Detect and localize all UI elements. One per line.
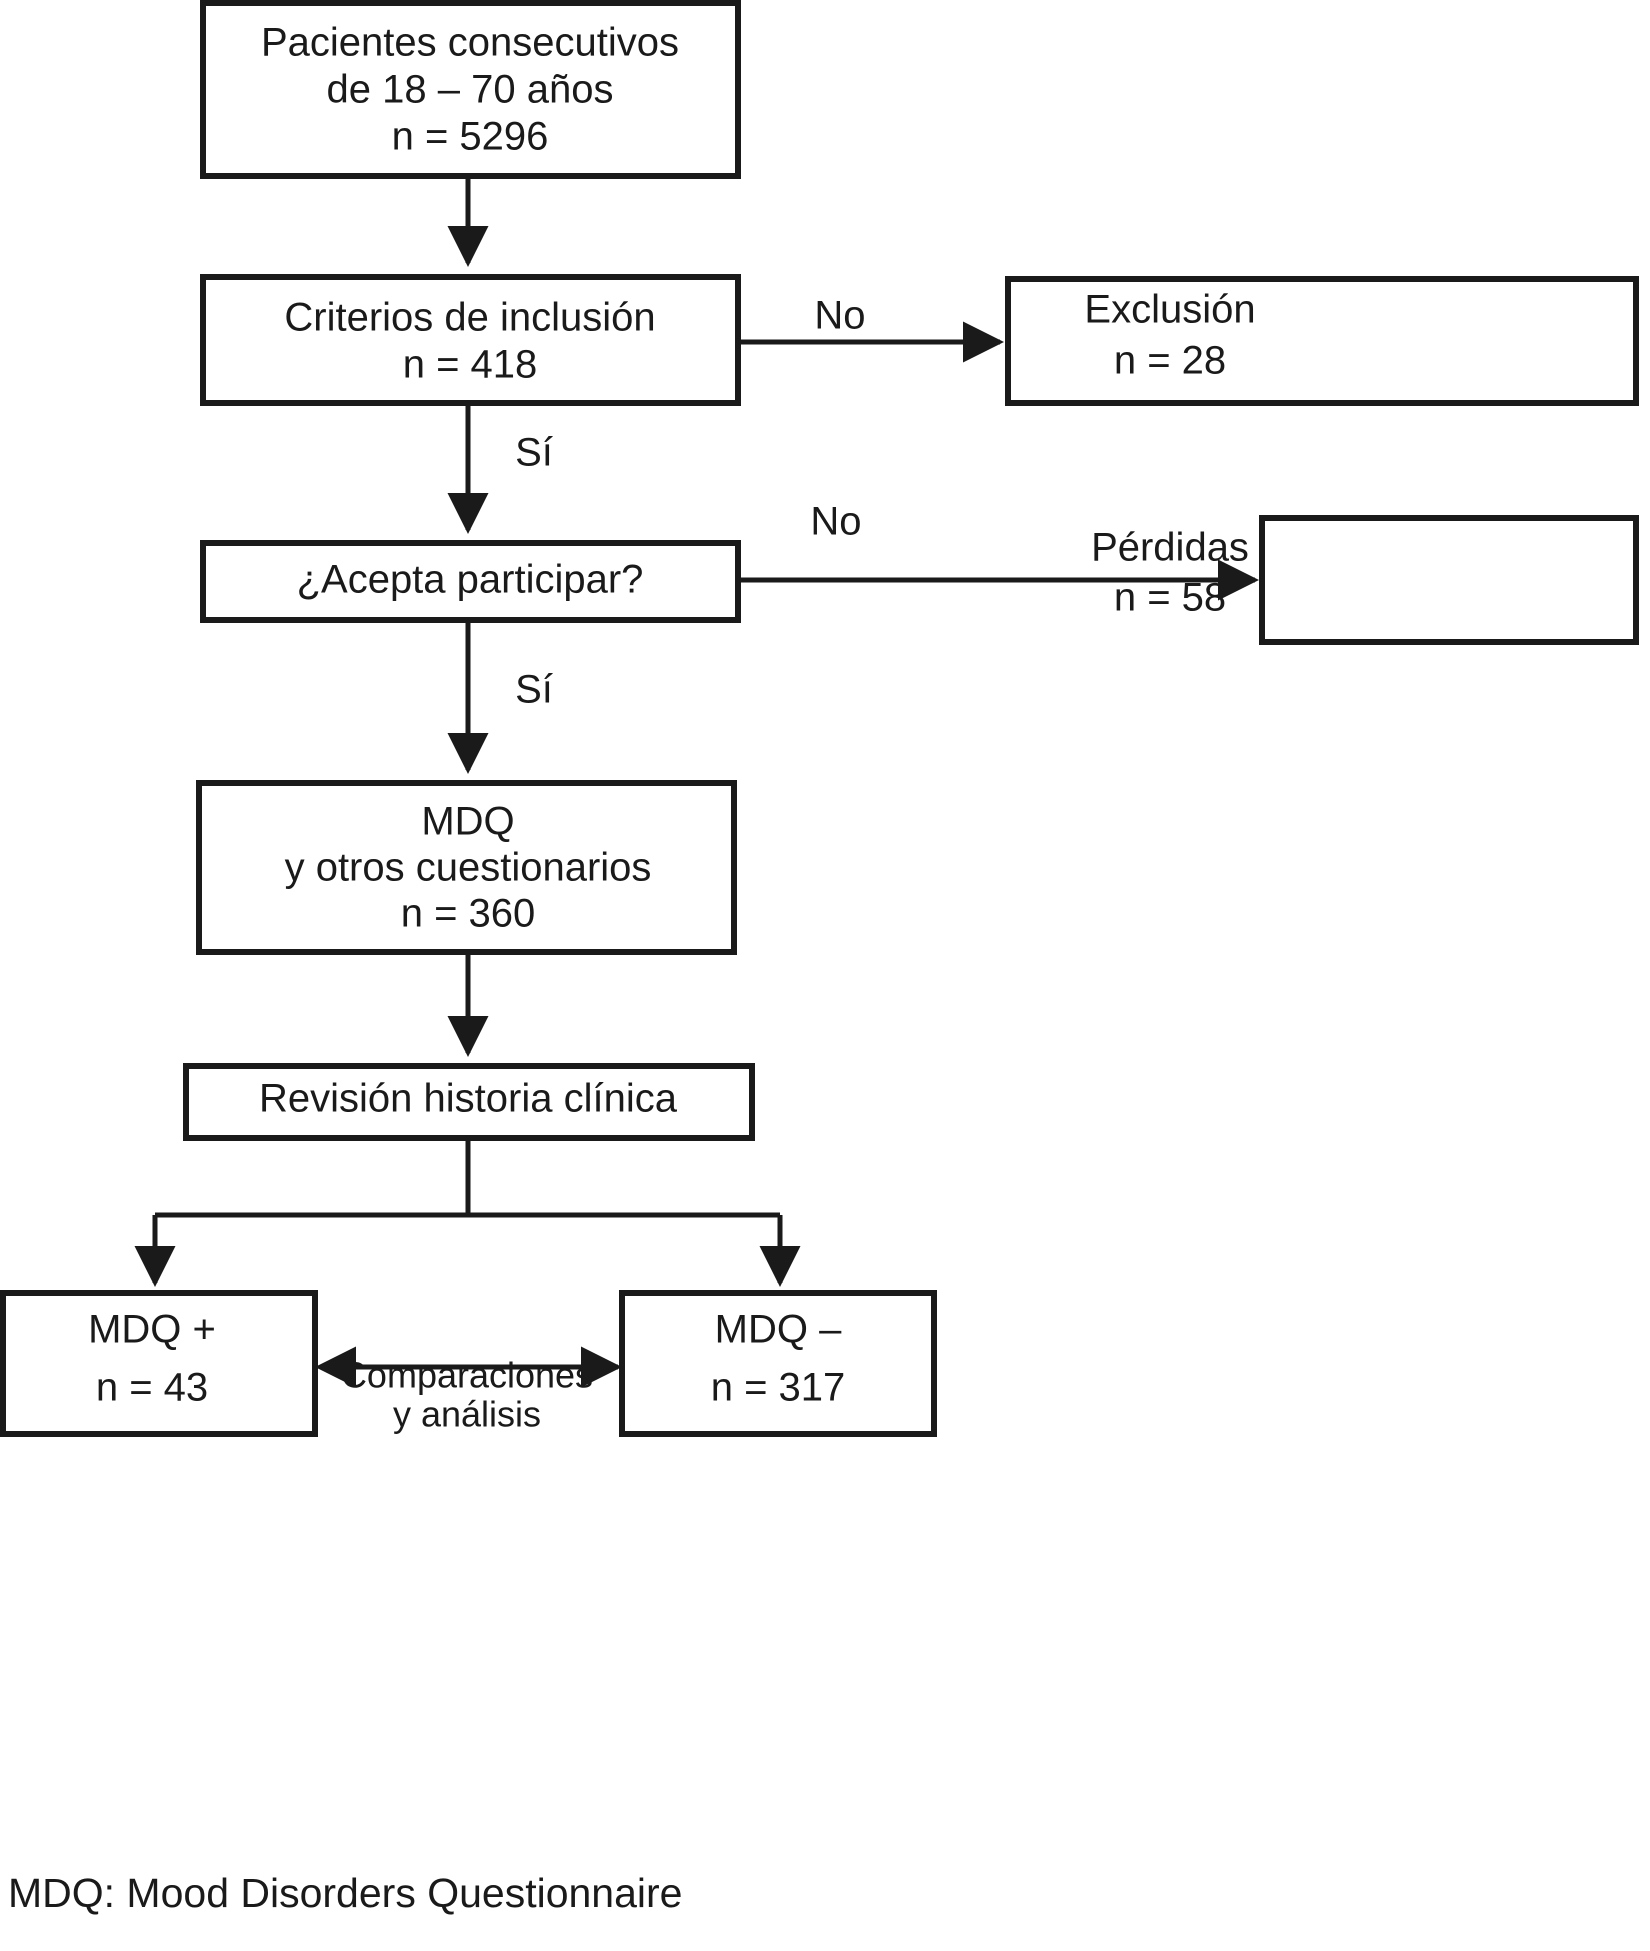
node-mdq-negativo: MDQ – n = 317 (619, 1290, 937, 1437)
node-mdq-pos-line2: n = 43 (96, 1366, 208, 1410)
node-mdq-positivo: MDQ + n = 43 (0, 1290, 318, 1437)
edge-label-criterios-no: No (814, 294, 865, 338)
node-mdq-cuest-line3: n = 360 (401, 892, 536, 936)
node-exclusion-line2: n = 28 (1114, 339, 1226, 383)
node-revision-line1: Revisión historia clínica (259, 1077, 678, 1121)
node-pacientes-line1: Pacientes consecutivos (261, 21, 679, 65)
node-criterios-line2: n = 418 (403, 343, 538, 387)
node-perdidas-line2: n = 58 (1114, 576, 1226, 620)
connector-revision-split-bus (152, 1138, 780, 1270)
node-mdq-neg-line2: n = 317 (711, 1366, 846, 1410)
node-revision-historia-clinica: Revisión historia clínica (183, 1063, 755, 1141)
node-mdq-cuestionarios: MDQ y otros cuestionarios n = 360 (196, 780, 737, 955)
node-criterios-line1: Criterios de inclusión (284, 296, 655, 340)
node-acepta-line1: ¿Acepta participar? (297, 558, 644, 602)
footnote-mdq-legend: MDQ: Mood Disorders Questionnaire (8, 1870, 682, 1916)
edge-label-acepta-no: No (810, 500, 861, 544)
node-mdq-neg-line1: MDQ – (715, 1308, 842, 1352)
node-pacientes-line3: n = 5296 (392, 115, 549, 159)
node-perdidas-line1: Pérdidas (1091, 526, 1249, 570)
edge-label-comparaciones-line2: y análisis (393, 1394, 541, 1435)
edge-label-acepta-si: Sí (515, 668, 553, 712)
node-perdidas: Pérdidas n = 58 (1091, 515, 1639, 645)
node-mdq-cuest-line2: y otros cuestionarios (285, 846, 652, 890)
node-pacientes-line2: de 18 – 70 años (327, 68, 614, 112)
edge-label-criterios-si: Sí (515, 431, 553, 475)
node-mdq-pos-line1: MDQ + (88, 1308, 216, 1352)
node-mdq-cuest-line1: MDQ (421, 800, 514, 844)
node-exclusion: Exclusión n = 28 (1005, 276, 1639, 406)
node-exclusion-line1: Exclusión (1084, 288, 1255, 332)
node-pacientes-consecutivos: Pacientes consecutivos de 18 – 70 años n… (200, 0, 741, 179)
node-acepta-participar: ¿Acepta participar? (200, 540, 741, 623)
node-criterios-inclusion: Criterios de inclusión n = 418 (200, 274, 741, 406)
edge-label-comparaciones-line1: Comparaciones (341, 1355, 593, 1396)
